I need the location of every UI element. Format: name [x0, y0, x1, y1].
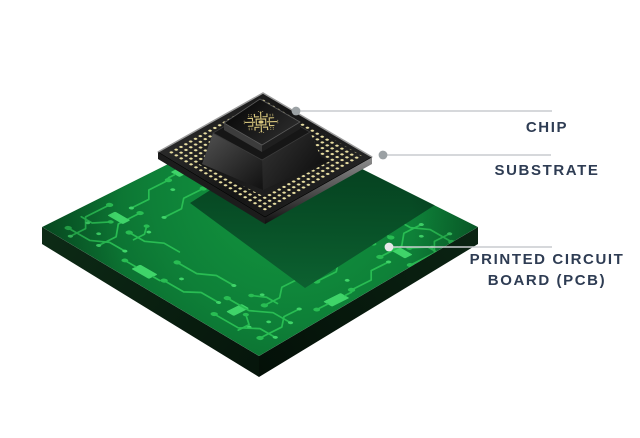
leader-dot-substrate: [378, 150, 388, 160]
label-chip: CHIP: [397, 117, 640, 138]
die-step-right-face: [262, 132, 323, 190]
label-pcb-line2: BOARD (PCB): [487, 272, 607, 289]
chip-side-left: [224, 123, 262, 152]
die-step-left-face: [202, 133, 263, 190]
die-stack: [202, 98, 323, 190]
label-chip-text: CHIP: [525, 119, 569, 136]
chip-gold-circuit-art: [243, 110, 279, 134]
substrate-side-right: [265, 157, 372, 224]
pcb-vignette: [42, 118, 478, 356]
pcb-side-right: [259, 227, 478, 377]
callouts: [291, 106, 552, 252]
leader-dot-chip: [291, 106, 301, 116]
pcb-board: [42, 118, 478, 377]
substrate-rim-highlight: [157, 92, 373, 158]
chip-side-right: [262, 122, 300, 152]
label-substrate: SUBSTRATE: [397, 160, 640, 181]
leader-dot-pcb: [384, 242, 394, 252]
label-pcb: PRINTED CIRCUIT BOARD (PCB): [397, 249, 640, 291]
label-pcb-line1: PRINTED CIRCUIT: [469, 251, 625, 268]
pcb-side-left: [42, 227, 259, 377]
label-substrate-text: SUBSTRATE: [494, 162, 600, 179]
substrate-side-left: [158, 152, 265, 224]
